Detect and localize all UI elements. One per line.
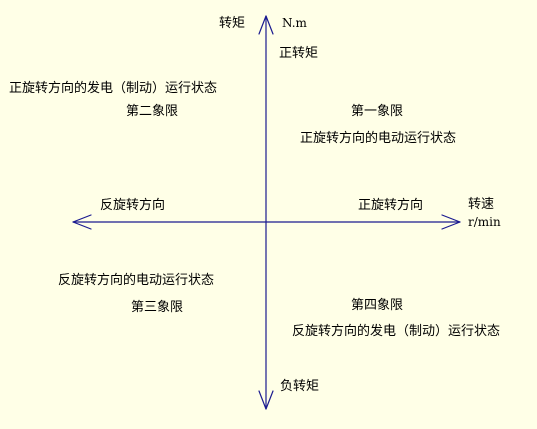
vertical-axis-down-arrow [258, 390, 274, 410]
quadrant-4-state: 反旋转方向的发电（制动）运行状态 [292, 324, 501, 339]
quadrant-1-name: 第一象限 [351, 104, 404, 119]
reverse-rotation-label: 反旋转方向 [100, 198, 166, 213]
quadrant-4-name: 第四象限 [351, 298, 404, 313]
vertical-axis-title: 转矩 [219, 16, 246, 31]
quadrant-3-name: 第三象限 [131, 300, 184, 315]
vertical-axis-unit: N.m [282, 16, 307, 30]
horizontal-axis-left-arrow [72, 214, 92, 230]
forward-rotation-label: 正旋转方向 [358, 198, 424, 213]
horizontal-axis-title: 转速 [468, 197, 495, 212]
quadrant-1-state: 正旋转方向的电动运行状态 [300, 131, 457, 146]
horizontal-axis-right-arrow [441, 214, 461, 230]
quadrant-2-state: 正旋转方向的发电（制动）运行状态 [9, 81, 218, 96]
positive-torque-label: 正转矩 [279, 46, 319, 61]
vertical-axis-up-arrow [258, 15, 274, 35]
negative-torque-label: 负转矩 [280, 379, 320, 394]
quadrant-2-name: 第二象限 [126, 104, 179, 119]
horizontal-axis-unit: r/min [468, 215, 501, 229]
quadrant-3-state: 反旋转方向的电动运行状态 [58, 273, 215, 288]
